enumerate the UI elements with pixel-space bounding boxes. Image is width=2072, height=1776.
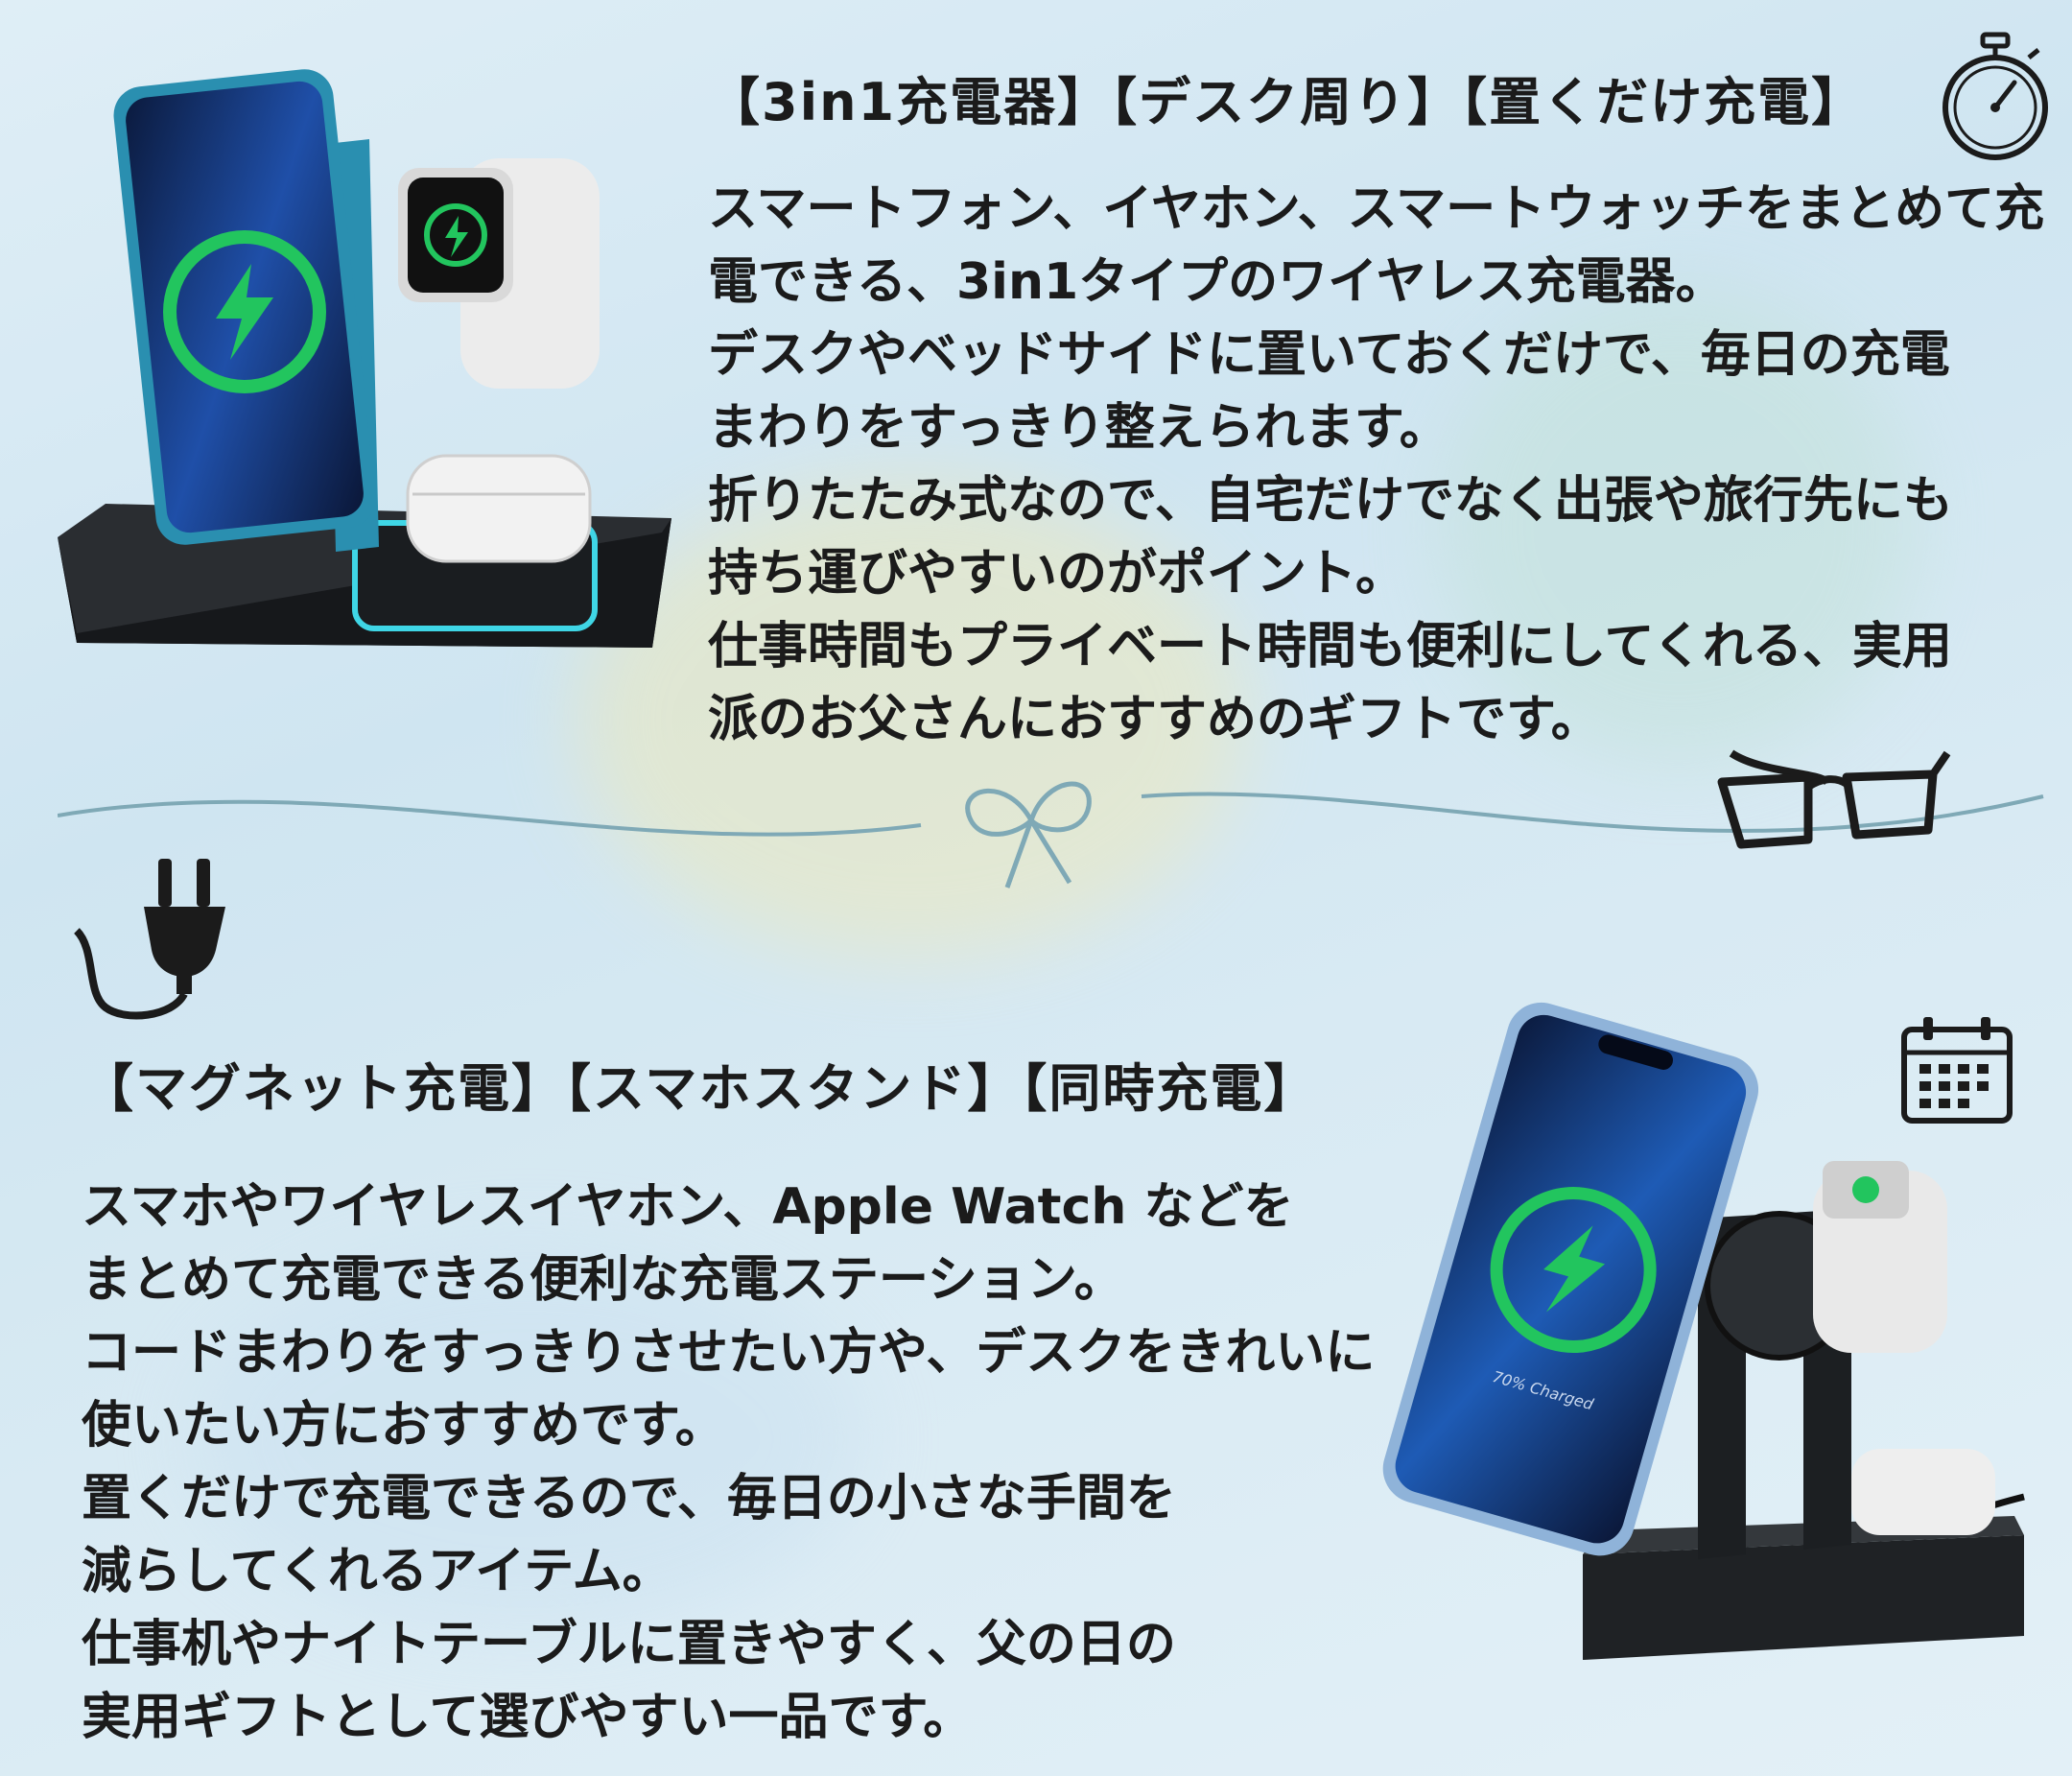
product-image-charging-station: 70% Charged — [1353, 998, 2062, 1708]
ribbon-icon — [950, 768, 1113, 902]
description-line: 実用ギフトとして選びやすい一品です。 — [82, 1689, 974, 1746]
glasses-icon — [1703, 734, 1952, 859]
description-line: 減らしてくれるアイテム。 — [82, 1543, 672, 1600]
background-brush — [576, 480, 1247, 959]
background-brush — [1439, 288, 1919, 768]
description-line: コードまわりをすっきりさせたい方や、デスクをきれいに — [82, 1324, 1376, 1382]
calendar-icon — [1895, 1012, 2019, 1127]
product-image-3in1-charger — [38, 67, 691, 662]
section1-tags: 【3in1充電器】【デスク周り】【置くだけ充電】 — [708, 72, 1866, 132]
description-line: まわりをすっきり整えられます。 — [708, 399, 1449, 457]
stopwatch-icon — [1933, 29, 2058, 163]
description-line: 使いたい方におすすめです。 — [82, 1397, 725, 1455]
description-line: 置くだけで充電できるので、毎日の小さな手間を — [82, 1470, 1176, 1527]
description-line: まとめて充電できる便利な充電ステーション。 — [82, 1251, 1124, 1309]
description-line: 持ち運びやすいのがポイント。 — [708, 545, 1405, 603]
description-line: 電できる、3in1タイプのワイヤレス充電器。 — [708, 253, 1726, 311]
description-line: スマートフォン、イヤホン、スマートウォッチをまとめて充 — [708, 180, 2045, 238]
plug-icon — [67, 854, 259, 1027]
description-line: 折りたたみ式なので、自宅だけでなく出張や旅行先にも — [708, 472, 1953, 530]
section1-description: スマートフォン、イヤホン、スマートウォッチをまとめて充 電できる、3in1タイプ… — [708, 173, 2044, 756]
description-line: 仕事時間もプライベート時間も便利にしてくれる、実用 — [708, 618, 1952, 675]
wavy-divider — [58, 758, 2053, 931]
description-line: スマホやワイヤレスイヤホン、Apple Watch などを — [82, 1178, 1294, 1236]
background-brush — [192, 1247, 863, 1631]
section2-tags: 【マグネット充電】【スマホスタンド】【同時充電】 — [82, 1058, 1318, 1119]
description-line: デスクやベッドサイドに置いておくだけで、毎日の充電 — [708, 326, 1950, 384]
section2-description: スマホやワイヤレスイヤホン、Apple Watch などを まとめて充電できる便… — [82, 1171, 1375, 1754]
description-line: 仕事机やナイトテーブルに置きやすく、父の日の — [82, 1616, 1176, 1673]
description-line: 派のお父さんにおすすめのギフトです。 — [708, 691, 1601, 748]
